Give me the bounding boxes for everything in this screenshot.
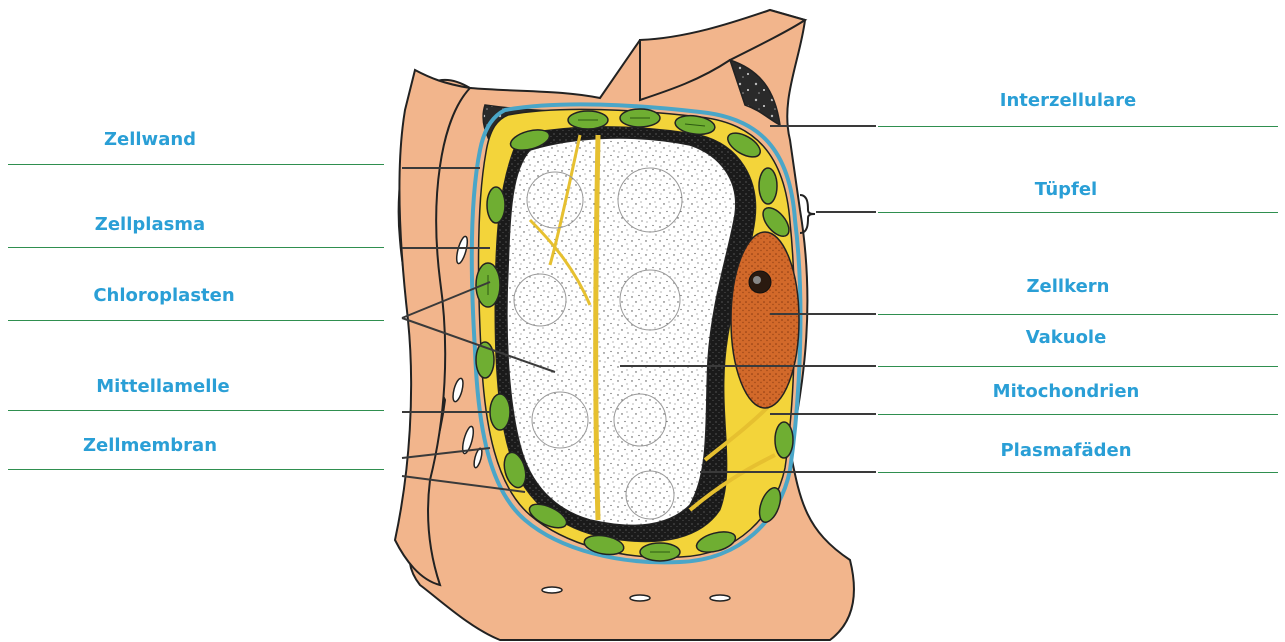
- nucleus: [731, 232, 799, 408]
- label-tuepfel: Tüpfel: [1035, 179, 1097, 200]
- rule-interzellulare: [878, 126, 1278, 127]
- label-zellplasma: Zellplasma: [95, 214, 205, 235]
- vacuole: [507, 138, 736, 525]
- rule-mitochondrien: [878, 414, 1278, 415]
- rule-zellmembran: [8, 469, 384, 470]
- label-interzellulare: Interzellulare: [1000, 90, 1136, 111]
- label-chloroplasten: Chloroplasten: [93, 285, 234, 306]
- label-mitochondrien: Mitochondrien: [993, 381, 1140, 402]
- label-plasmafaeden: Plasmafäden: [1000, 440, 1131, 461]
- rule-chloroplasten: [8, 320, 384, 321]
- label-zellwand: Zellwand: [104, 129, 196, 150]
- rule-zellwand: [8, 164, 384, 165]
- label-vakuole: Vakuole: [1026, 327, 1107, 348]
- label-zellmembran: Zellmembran: [83, 435, 217, 456]
- rule-zellplasma: [8, 247, 384, 248]
- rule-zellkern: [878, 314, 1278, 315]
- rule-plasmafaeden: [878, 472, 1278, 473]
- label-mittellamelle: Mittellamelle: [96, 376, 230, 397]
- rule-vakuole: [878, 366, 1278, 367]
- rule-mittellamelle: [8, 410, 384, 411]
- label-zellkern: Zellkern: [1027, 276, 1110, 297]
- rule-tuepfel: [878, 212, 1278, 213]
